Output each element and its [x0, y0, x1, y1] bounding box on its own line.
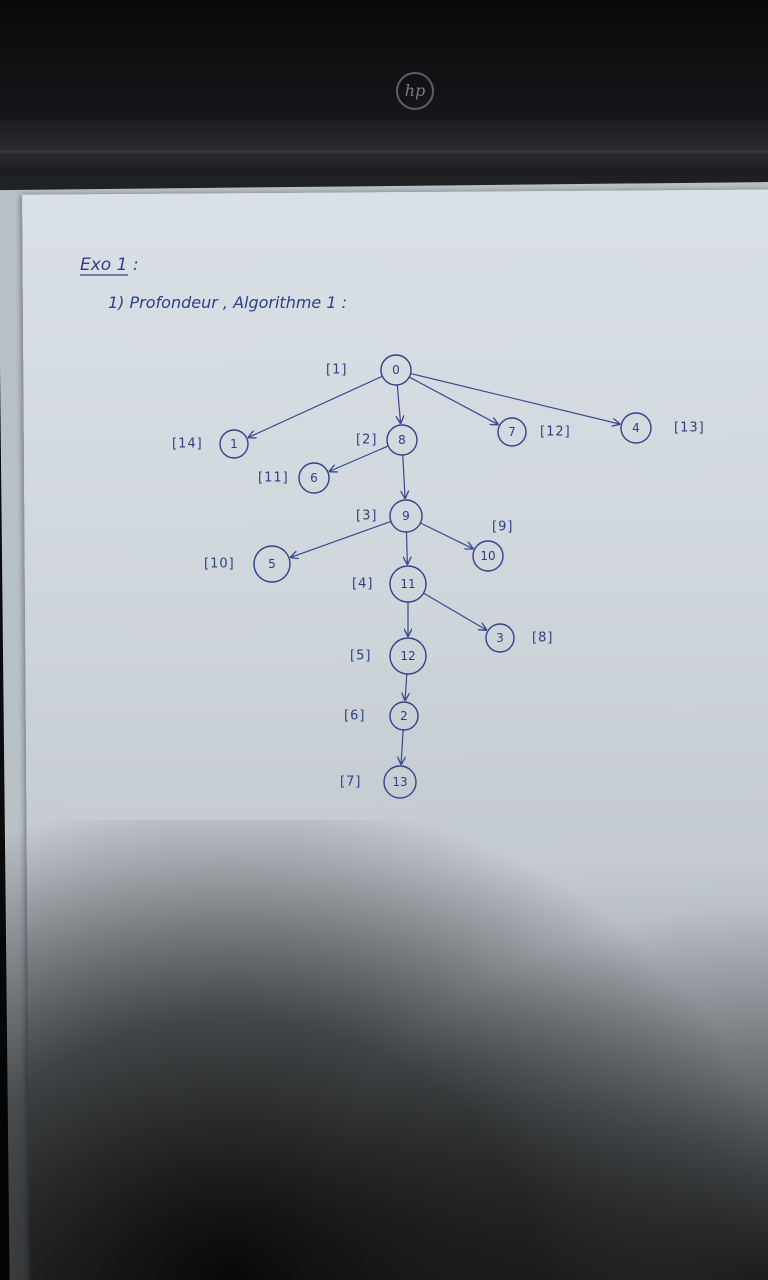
visit-order-label: [10] [204, 557, 235, 572]
node-circle [386, 424, 418, 456]
visit-order-label: [14] [172, 437, 203, 452]
node-circle [389, 499, 423, 533]
visit-order-label: [5] [350, 649, 371, 664]
node-circle [485, 623, 515, 653]
tree-node-10: 10 [9] [472, 520, 513, 572]
node-circle [389, 701, 419, 731]
visit-order-label: [12] [540, 425, 571, 440]
tree-edge-0-to-8 [397, 384, 400, 423]
tree-node-5: 5 [10] [204, 545, 291, 583]
visit-order-label: [13] [674, 421, 705, 436]
visit-order-label: [2] [356, 433, 377, 448]
tree-node-0: 0 [1] [326, 354, 412, 386]
hp-logo-icon: hp [396, 72, 434, 110]
tree-node-11: 11 [4] [352, 565, 427, 603]
node-circle [380, 354, 412, 386]
visit-order-label: [4] [352, 577, 373, 592]
tree-edge-11-to-3 [423, 592, 487, 630]
question-subheading: 1) Profondeur , Algorithme 1 : [108, 293, 347, 312]
node-label: 8 [398, 433, 406, 447]
visit-order-label: [8] [532, 631, 553, 646]
tree-edge-9-to-5 [291, 520, 392, 557]
tree-node-9: 9 [3] [356, 499, 423, 533]
tree-node-4: 4 [13] [620, 412, 705, 444]
node-label: 5 [268, 557, 276, 571]
exercise-heading: Exo 1 : [80, 255, 139, 275]
node-label: 9 [402, 509, 410, 523]
visit-order-label: [11] [258, 471, 289, 486]
node-circle [389, 565, 427, 603]
visit-order-label: [3] [356, 509, 377, 524]
node-circle [620, 412, 652, 444]
tree-edges [249, 372, 620, 765]
node-circle [253, 545, 291, 583]
node-circle [389, 637, 427, 675]
tree-node-6: 6 [11] [258, 462, 330, 494]
node-label: 10 [480, 549, 495, 563]
tree-node-1: 1 [14] [172, 429, 249, 459]
tree-node-12: 12 [5] [350, 637, 427, 675]
laptop-hinge [0, 120, 768, 175]
node-label: 2 [400, 709, 408, 723]
node-label: 1 [230, 437, 238, 451]
tree-edge-0-to-4 [410, 372, 620, 424]
corner-shadow [300, 900, 768, 1280]
tree-node-3: 3 [8] [485, 623, 553, 653]
node-label: 7 [508, 425, 516, 439]
tree-edge-0-to-7 [408, 376, 498, 424]
node-label: 0 [392, 363, 400, 377]
tree-edge-9-to-11 [406, 531, 407, 564]
visit-order-label: [6] [344, 709, 365, 724]
tree-edge-8-to-9 [403, 454, 405, 498]
node-label: 12 [400, 649, 415, 663]
node-label: 6 [310, 471, 318, 485]
tree-edge-8-to-6 [330, 445, 389, 471]
node-label: 3 [496, 631, 504, 645]
node-circle [497, 417, 527, 447]
tree-node-8: 8 [2] [356, 424, 418, 456]
tree-edge-2-to-13 [401, 729, 403, 764]
node-circle [383, 765, 417, 799]
tree-edge-9-to-10 [420, 522, 472, 549]
node-label: 13 [392, 775, 407, 789]
laptop-hinge-line [0, 150, 768, 153]
node-circle [472, 540, 504, 572]
node-circle [298, 462, 330, 494]
visit-order-label: [7] [340, 775, 361, 790]
laptop-screen-edge: hp [0, 0, 768, 190]
node-label: 4 [632, 421, 640, 435]
tree-edge-12-to-2 [405, 673, 407, 700]
tree-edge-0-to-1 [249, 375, 383, 437]
tree-node-2: 2 [6] [344, 701, 419, 731]
visit-order-label: [9] [492, 520, 513, 535]
node-circle [219, 429, 249, 459]
tree-node-7: 7 [12] [497, 417, 571, 447]
node-label: 11 [400, 577, 415, 591]
tree-nodes: 0 [1] 1 [14] 8 [2] 7 [12] 4 [13] 6 [11] 9 [3] 5 [10] 10 [… [172, 354, 705, 799]
visit-order-label: [1] [326, 363, 347, 378]
tree-node-13: 13 [7] [340, 765, 417, 799]
